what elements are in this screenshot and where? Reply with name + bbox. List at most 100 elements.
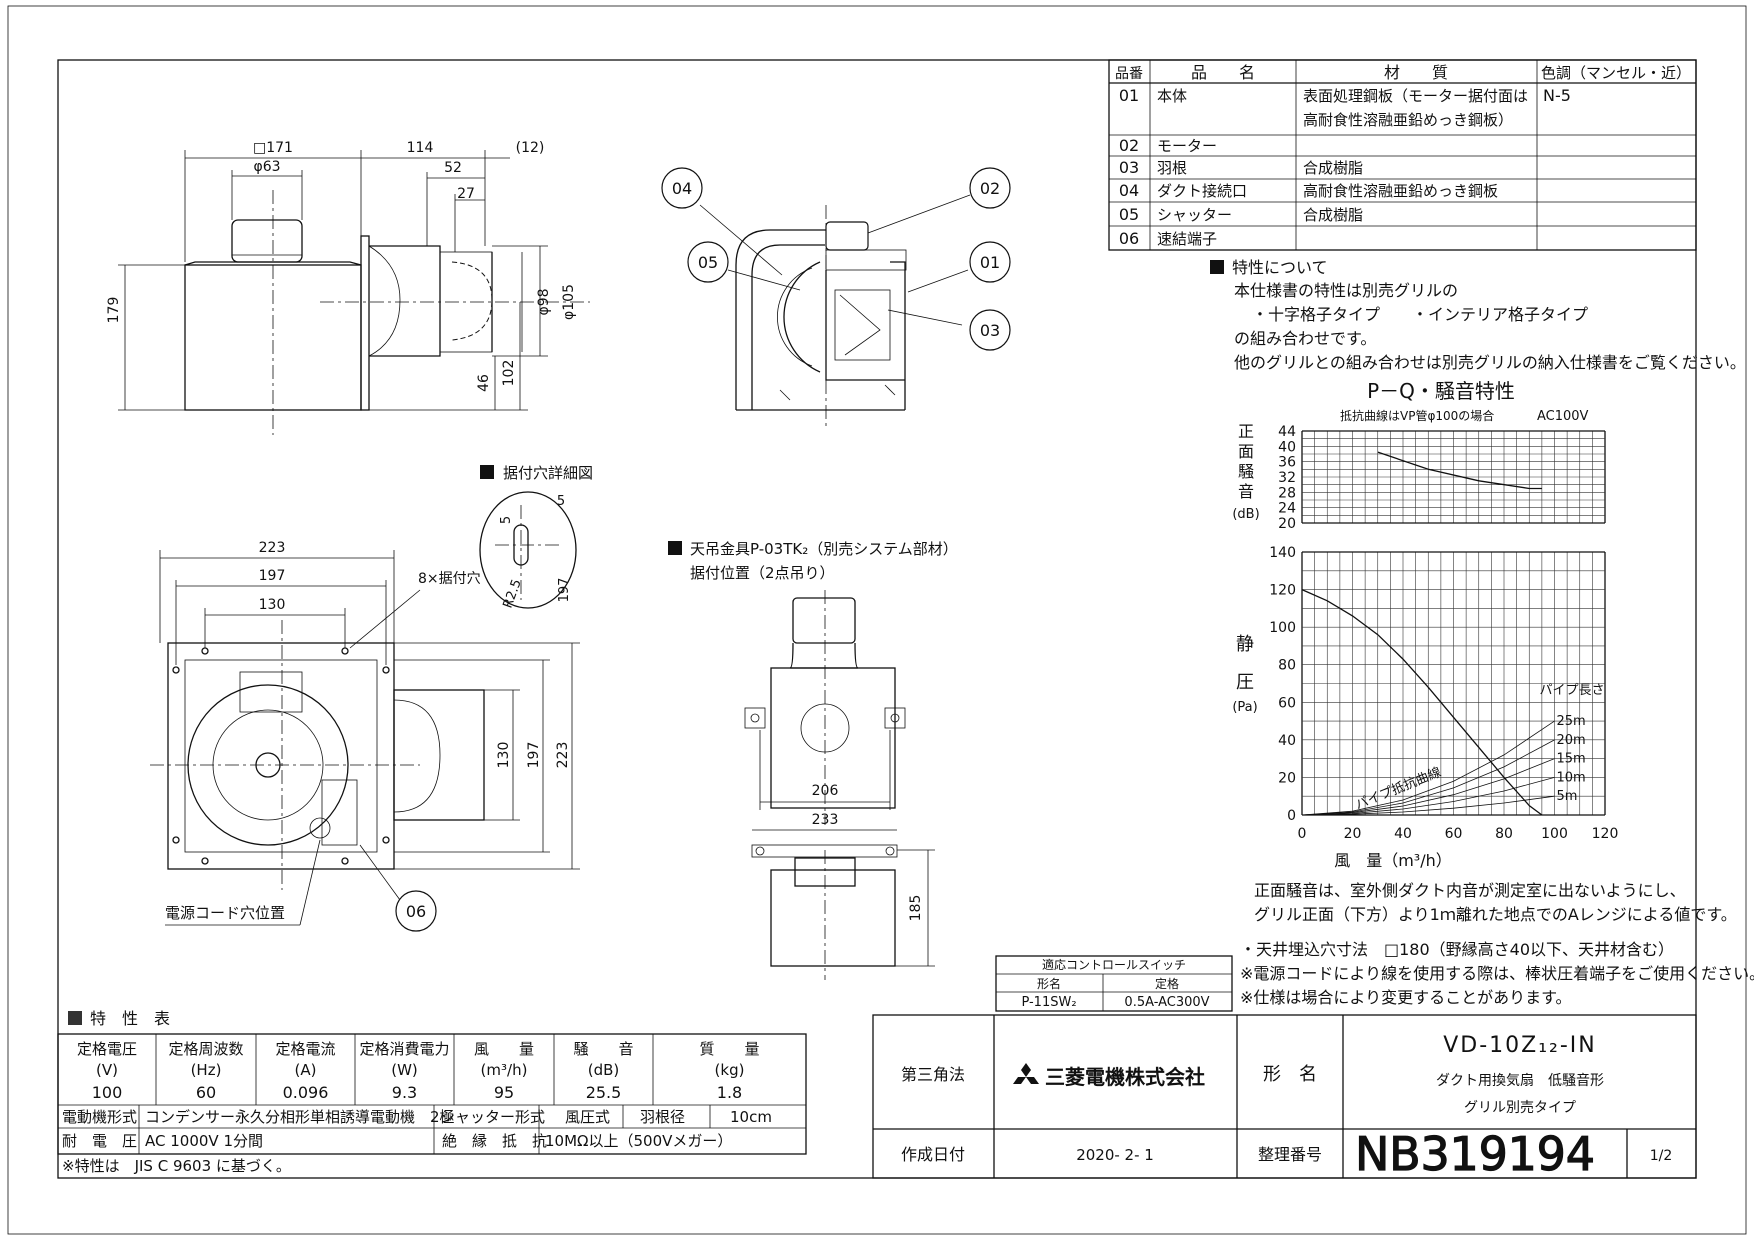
hanger-title: 天吊金具P-03TK₂（別売システム部材） (690, 540, 958, 558)
noise-y-tick-label: 32 (1278, 470, 1296, 486)
parts-row-material: 合成樹脂 (1303, 206, 1363, 224)
spec-value: 1.8 (717, 1083, 742, 1102)
chart-title: P－Q・騒音特性 (1367, 379, 1515, 403)
parts-table: 品番 品 名 材 質 色調（マンセル・近） 01 本体 表面処理鋼板（モーター据… (1108, 59, 1697, 251)
company-name: 三菱電機株式会社 (1045, 1065, 1205, 1089)
spec-value: 0.096 (283, 1083, 329, 1102)
x-axis-label: 風 量（m³/h） (1334, 851, 1452, 870)
pressure-axis-unit: (Pa) (1232, 700, 1257, 715)
dim-v223: 223 (555, 742, 571, 769)
svg-text:騒: 騒 (1238, 462, 1254, 481)
sheet-border-outer (7, 5, 1747, 1235)
dim-197: 197 (259, 568, 286, 584)
spec-value: 60 (196, 1083, 216, 1102)
spec-header-unit: (V) (96, 1061, 118, 1079)
svg-text:01: 01 (980, 253, 1000, 272)
square-bullet-icon (480, 465, 494, 479)
parts-row-color: N-5 (1543, 86, 1571, 105)
blade-label: 羽根径 (640, 1108, 685, 1126)
parts-row-no: 01 (1119, 86, 1139, 105)
noise-y-tick-label: 40 (1278, 439, 1296, 455)
spec-header: 風 量 (474, 1040, 534, 1058)
control-switch-model: P-11SW₂ (1021, 995, 1076, 1010)
callout-03: 03 (969, 309, 1011, 351)
noise-y-tick-label: 28 (1278, 485, 1296, 501)
control-switch-col2: 定格 (1155, 976, 1179, 991)
noise-axis-label: 正 面 騒 音 (1238, 422, 1254, 501)
svg-text:正: 正 (1238, 422, 1254, 441)
notes-line: 他のグリルとの組み合わせは別売グリルの納入仕様書をご覧ください。 (1234, 353, 1746, 372)
bottom-note: ※電源コードにより線を使用する際は、棒状圧着端子をご使用ください。 (1240, 964, 1754, 983)
parts-row-name: モーター (1157, 137, 1217, 155)
svg-text:02: 02 (980, 179, 1000, 198)
parts-row-name: 羽根 (1157, 159, 1187, 177)
spec-header-unit: (A) (295, 1061, 317, 1079)
spec-table-title: 特 性 表 (90, 1009, 170, 1028)
resistance-curve-label: 20m (1557, 733, 1586, 748)
pressure-y-tick-label: 100 (1269, 620, 1296, 636)
parts-row-material-2: 高耐食性溶融亜鉛めっき鋼板） (1303, 111, 1513, 129)
dim-197-detail: 197 (557, 578, 572, 603)
x-tick-label: 0 (1298, 826, 1307, 842)
notes-line: の組み合わせです。 (1234, 329, 1376, 348)
insulation-label: 絶 縁 抵 抗 (442, 1132, 547, 1150)
spec-header-unit: (Hz) (191, 1061, 222, 1079)
callout-04: 04 (661, 167, 703, 209)
bottom-view-drawing: 223 197 130 8×据付穴 130 197 223 電源コード穴位置 (150, 540, 580, 926)
square-bullet-icon (1210, 260, 1224, 274)
noise-axis-unit: (dB) (1232, 507, 1259, 522)
pipe-length-label: パイプ長さ (1539, 683, 1604, 698)
parts-header-material: 材 質 (1384, 63, 1448, 82)
bottom-note: ・天井埋込穴寸法 □180（野縁高さ40以下、天井材含む） (1240, 940, 1674, 959)
dim-114: 114 (407, 140, 434, 156)
model-number: VD-10Z₁₂-IN (1443, 1033, 1597, 1058)
chart-note-line: 正面騒音は、室外側ダクト内音が測定室に出ないようにし、 (1254, 881, 1686, 900)
dim-179: 179 (106, 297, 122, 324)
parts-row-material: 高耐食性溶融亜鉛めっき鋼板 (1303, 182, 1498, 200)
x-tick-label: 20 (1344, 826, 1362, 842)
parts-row-no: 06 (1119, 229, 1139, 248)
motor-label: 電動機形式 (62, 1108, 137, 1126)
spec-header-unit: (dB) (588, 1061, 620, 1079)
parts-row-no: 02 (1119, 136, 1139, 155)
dim-v130: 130 (496, 742, 512, 769)
dim-52: 52 (444, 160, 462, 176)
pressure-axis-label: 静 圧 (1236, 634, 1254, 693)
resistance-curve (1301, 720, 1555, 816)
parts-row-material: 合成樹脂 (1303, 159, 1363, 177)
spec-value: 100 (92, 1083, 123, 1102)
dim-12: (12) (516, 140, 545, 156)
chart-note-line: グリル正面（下方）より1ｍ離れた地点でのAレンジによる値です。 (1254, 905, 1737, 924)
resistance-curve-label: 10m (1557, 770, 1586, 785)
resistance-curve-label: 5m (1557, 789, 1578, 804)
spec-header: 定格周波数 (168, 1040, 243, 1058)
cord-hole-label: 電源コード穴位置 (165, 904, 285, 922)
x-tick-label: 120 (1592, 826, 1619, 842)
sheet-number: 1/2 (1650, 1148, 1673, 1164)
hole-detail-title: 据付穴詳細図 (503, 464, 593, 482)
dim-5b: 5 (557, 494, 565, 509)
svg-text:05: 05 (698, 253, 718, 272)
x-tick-label: 60 (1445, 826, 1463, 842)
date-value: 2020- 2- 1 (1076, 1146, 1154, 1164)
shutter-label: シャッター形式 (440, 1108, 545, 1126)
mitsubishi-logo-icon (1013, 1063, 1039, 1084)
square-bullet-icon (668, 541, 682, 555)
holes-label: 8×据付穴 (418, 571, 481, 587)
resistance-curve-label: 15m (1557, 752, 1586, 767)
model-desc-1: ダクト用換気扇 低騒音形 (1436, 1072, 1604, 1089)
date-label: 作成日付 (901, 1145, 965, 1164)
x-tick-label: 80 (1495, 826, 1513, 842)
control-switch-rating: 0.5A-AC300V (1124, 995, 1209, 1010)
dim-phi63: φ63 (253, 159, 280, 175)
control-switch-title: 適応コントロールスイッチ (1042, 957, 1186, 972)
callout-01: 01 (969, 241, 1011, 283)
spec-header: 定格消費電力 (359, 1040, 449, 1058)
parts-row-no: 04 (1119, 181, 1139, 200)
parts-row-material: 表面処理鋼板（モーター据付面は (1303, 87, 1528, 105)
spec-header: 質 量 (699, 1040, 759, 1058)
hole-detail-drawing: 据付穴詳細図 5 5 R2.5 197 (479, 464, 593, 610)
noise-y-tick-label: 44 (1278, 424, 1296, 440)
parts-header-no: 品番 (1115, 66, 1143, 82)
svg-text:音: 音 (1238, 482, 1254, 501)
